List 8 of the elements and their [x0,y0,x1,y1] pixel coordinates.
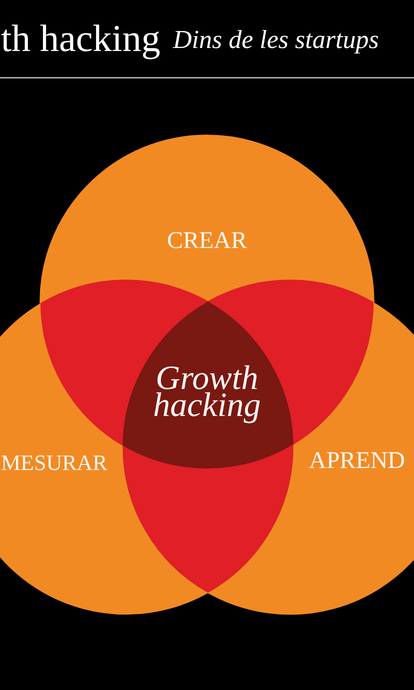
overlap-region [122,444,294,594]
circle-label: MESURAR [1,450,108,476]
title: th hacking [1,18,160,62]
subtitle: Dins de les startups [173,25,379,55]
circle-label: CREAR [166,228,247,256]
center-label: Growth hacking [152,360,262,426]
circle-label: APREND [309,448,406,476]
center-overlap [122,300,294,470]
